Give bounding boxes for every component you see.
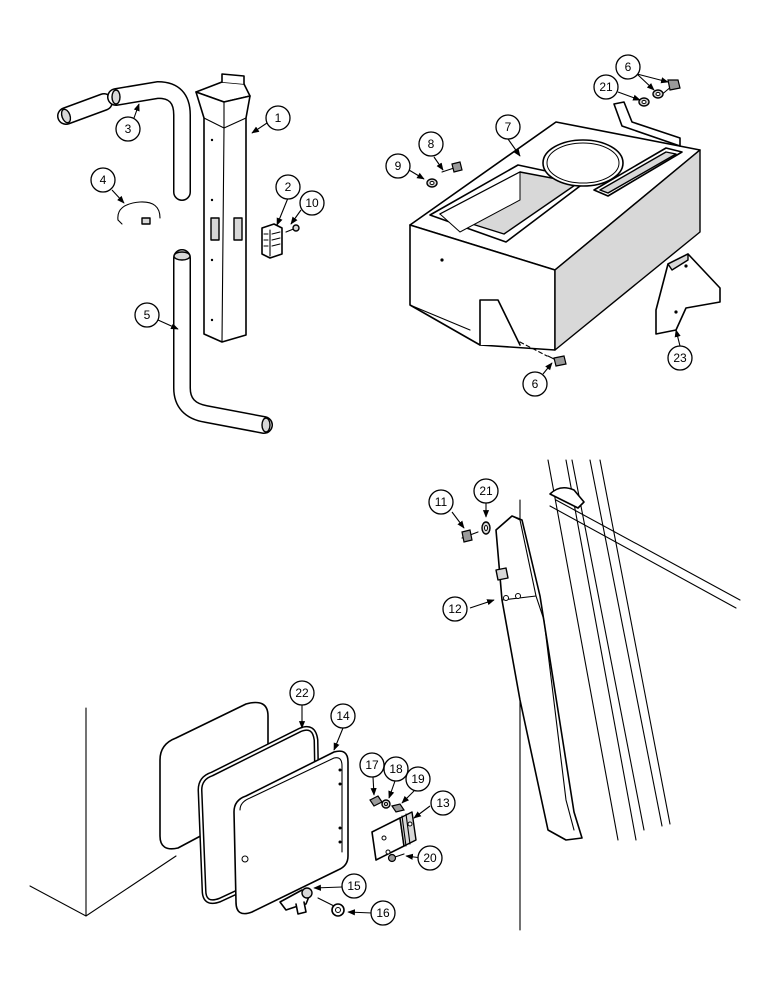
callout-23: 23 — [667, 345, 693, 371]
callout-1: 1 — [265, 105, 291, 131]
callout-label: 6 — [625, 60, 632, 74]
callout-label: 20 — [423, 851, 437, 865]
callout-14: 14 — [330, 703, 356, 729]
callout-label: 21 — [479, 484, 493, 498]
callout-label: 1 — [275, 111, 282, 125]
washer-21-top — [652, 89, 664, 99]
callout-11: 11 — [428, 489, 454, 515]
callout-label: 15 — [347, 879, 361, 893]
callout-label: 10 — [305, 196, 319, 210]
callout-label: 22 — [295, 686, 309, 700]
trim-panel — [495, 515, 583, 841]
duct-post — [195, 73, 251, 343]
hose-upper — [57, 80, 191, 201]
callout-5: 5 — [134, 302, 160, 328]
callout-label: 5 — [144, 308, 151, 322]
callout-10: 10 — [299, 190, 325, 216]
bolt-6-top — [638, 79, 681, 107]
callout-6-bottom: 6 — [522, 371, 548, 397]
callout-6-top: 6 — [615, 54, 641, 80]
callout-20: 20 — [417, 845, 443, 871]
callout-label: 4 — [100, 173, 107, 187]
washer-9 — [426, 178, 438, 188]
hose-lower — [173, 249, 273, 434]
callout-label: 19 — [411, 772, 425, 786]
callout-13: 13 — [430, 790, 456, 816]
callout-8: 8 — [418, 131, 444, 157]
callout-label: 23 — [673, 351, 687, 365]
key — [317, 897, 345, 917]
callout-21-top: 21 — [593, 74, 619, 100]
clamp — [117, 201, 161, 225]
callout-17: 17 — [359, 752, 385, 778]
callout-3: 3 — [115, 116, 141, 142]
callout-label: 11 — [435, 495, 448, 509]
callout-label: 14 — [336, 709, 350, 723]
nut-17 — [369, 795, 383, 807]
callout-label: 17 — [365, 758, 379, 772]
callout-7: 7 — [495, 114, 521, 140]
callout-9: 9 — [385, 153, 411, 179]
callout-label: 2 — [285, 180, 292, 194]
console — [409, 101, 701, 351]
bolt-8 — [441, 161, 463, 173]
callout-18: 18 — [383, 756, 409, 782]
callout-label: 6 — [532, 377, 539, 391]
callout-15: 15 — [341, 873, 367, 899]
connector-block — [261, 223, 283, 259]
callout-12: 12 — [442, 596, 468, 622]
callout-22: 22 — [289, 680, 315, 706]
washer-21-middle — [481, 521, 491, 535]
callout-16: 16 — [370, 900, 396, 926]
nut-19 — [391, 803, 405, 813]
callout-2: 2 — [275, 174, 301, 200]
bolt-11 — [461, 529, 479, 543]
callout-label: 21 — [599, 80, 613, 94]
callout-label: 9 — [395, 159, 402, 173]
cover-plate — [233, 750, 349, 915]
screw-10 — [285, 224, 300, 233]
side-bracket — [655, 253, 721, 335]
bolt-6-bottom — [547, 355, 567, 367]
callout-label: 3 — [125, 122, 132, 136]
callout-19: 19 — [405, 766, 431, 792]
callout-label: 12 — [448, 602, 462, 616]
callout-label: 7 — [505, 120, 512, 134]
washer-18 — [381, 799, 391, 809]
leader-lines — [111, 73, 681, 916]
callout-21-middle: 21 — [473, 478, 499, 504]
screw-20 — [387, 853, 405, 863]
callout-label: 18 — [389, 762, 403, 776]
callout-label: 16 — [376, 906, 390, 920]
hinge — [371, 811, 417, 861]
callout-4: 4 — [90, 167, 116, 193]
callout-label: 13 — [436, 796, 450, 810]
callout-label: 8 — [428, 137, 435, 151]
latch — [279, 887, 313, 915]
